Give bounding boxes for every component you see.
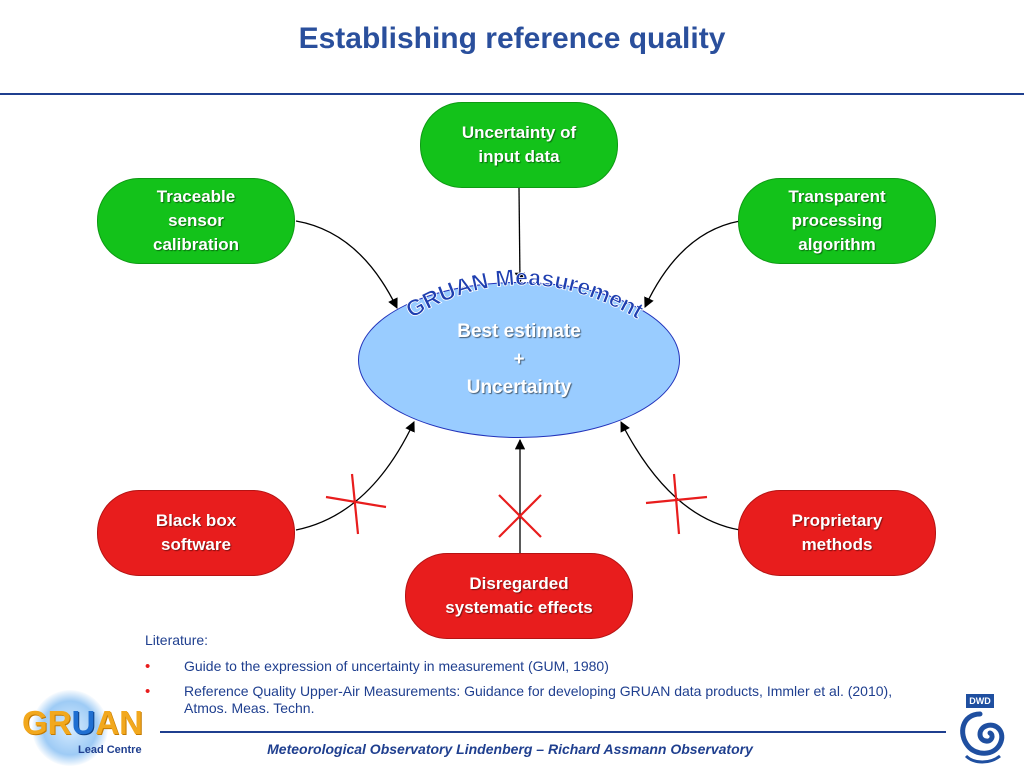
arrow-calibration-to-center — [295, 220, 398, 309]
node-black-box-software: Black box software — [97, 490, 295, 576]
center-estimate-text: Best estimate + Uncertainty — [457, 321, 581, 398]
gruan-measurement-arc-label: GRUAN Measurement — [401, 264, 648, 324]
literature-list: • Guide to the expression of uncertainty… — [145, 658, 925, 717]
bullet-icon: • — [145, 658, 151, 675]
dwd-swirl-icon — [960, 711, 1005, 764]
gruan-measurement-ellipse — [358, 282, 680, 438]
node-input-uncertainty: Uncertainty of input data — [420, 102, 618, 188]
arrow-blackbox-to-center — [295, 421, 415, 531]
literature-heading: Literature: — [145, 632, 209, 648]
gruan-logo-wordmark: GRUAN — [22, 704, 144, 741]
node-disregarded-effects: Disregarded systematic effects — [405, 553, 633, 639]
literature-item: • Guide to the expression of uncertainty… — [145, 658, 609, 675]
cross-mark-right — [645, 473, 708, 535]
bullet-icon: • — [145, 683, 151, 700]
footer-text: Meteorological Observatory Lindenberg – … — [267, 741, 753, 757]
node-traceable-calibration: Traceable sensor calibration — [97, 178, 295, 264]
title-divider — [0, 93, 1024, 95]
gruan-lead-centre-logo: GRUAN Lead Centre — [14, 686, 164, 766]
footer-divider — [160, 731, 946, 733]
node-proprietary-methods: Proprietary methods — [738, 490, 936, 576]
dwd-logo: DWD — [950, 690, 1010, 766]
literature-item: • Reference Quality Upper-Air Measuremen… — [145, 683, 893, 716]
cross-mark-left — [325, 473, 387, 535]
cross-mark-center — [498, 494, 542, 538]
literature-section: Literature: • Guide to the expression of… — [145, 632, 925, 725]
node-transparent-algorithm: Transparent processing algorithm — [738, 178, 936, 264]
arrow-algorithm-to-center — [644, 220, 741, 308]
arrow-input-to-center — [514, 187, 526, 284]
page-title: Establishing reference quality — [298, 22, 726, 55]
gruan-logo-subtitle: Lead Centre — [78, 744, 142, 756]
dwd-logo-tag: DWD — [966, 694, 994, 708]
globe-glow-icon — [32, 690, 108, 766]
